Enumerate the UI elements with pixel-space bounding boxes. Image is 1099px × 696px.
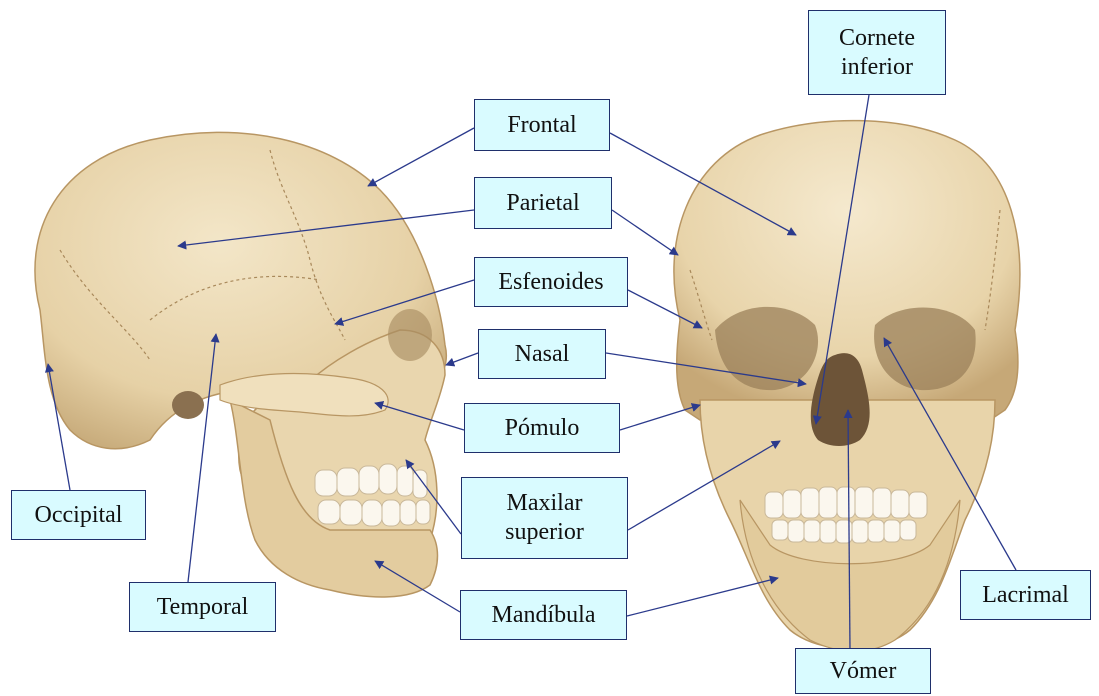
label-frontal: Frontal <box>474 99 610 151</box>
label-nasal: Nasal <box>478 329 606 379</box>
label-esfenoides: Esfenoides <box>474 257 628 307</box>
label-maxilar-superior: Maxilar superior <box>461 477 628 559</box>
label-cornete-inferior: Cornete inferior <box>808 10 946 95</box>
label-occipital: Occipital <box>11 490 146 540</box>
leader-frontal-lateral <box>368 128 474 186</box>
label-pomulo: Pómulo <box>464 403 620 453</box>
label-vomer: Vómer <box>795 648 931 694</box>
label-parietal: Parietal <box>474 177 612 229</box>
leader-mandibula-front <box>627 578 778 616</box>
leader-parietal-front <box>612 210 678 255</box>
leader-pomulo-front <box>620 405 700 430</box>
label-mandibula: Mandíbula <box>460 590 627 640</box>
leader-nasal-lateral <box>446 353 478 365</box>
lateral-ear-canal <box>172 391 204 419</box>
frontal-teeth <box>765 487 927 543</box>
lateral-orbit <box>388 309 432 361</box>
label-lacrimal: Lacrimal <box>960 570 1091 620</box>
label-temporal: Temporal <box>129 582 276 632</box>
